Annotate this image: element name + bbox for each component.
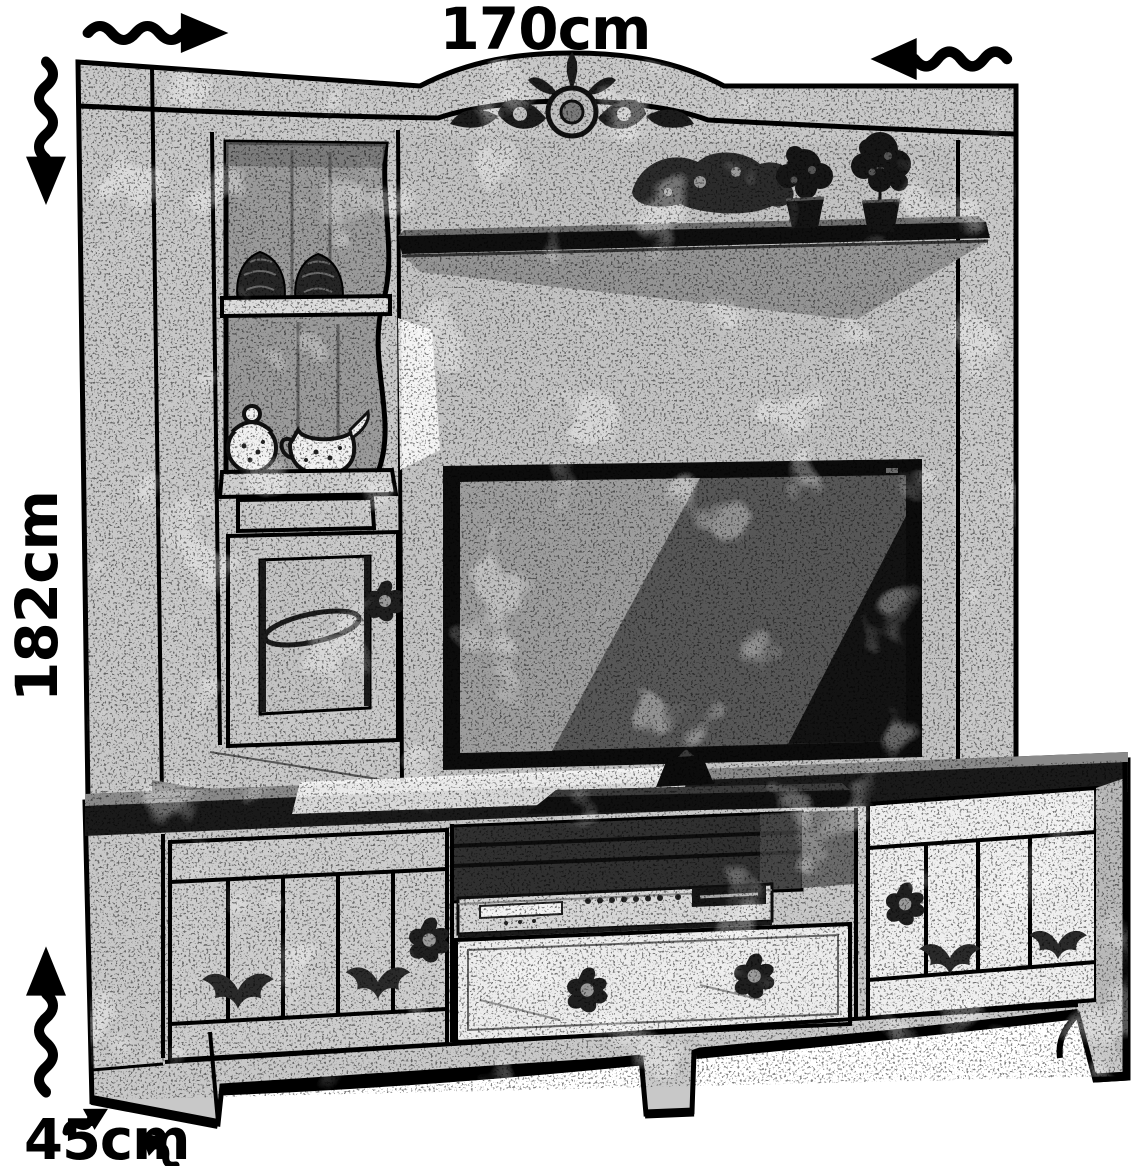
wavy-arrow-down-icon — [26, 62, 66, 205]
foot-left-bottom — [91, 1095, 219, 1129]
speckle-texture — [78, 53, 1128, 1100]
wavy-arrow-up-icon — [26, 946, 66, 1092]
dimension-annotations: 170cm 182cm 45cm — [3, 0, 1007, 1166]
wavy-arrow-right-icon — [88, 13, 228, 53]
wavy-arrow-left-icon — [871, 38, 1008, 80]
foot-right-bottom — [1094, 1071, 1129, 1083]
foot-center-bottom — [644, 1107, 695, 1119]
height-dimension-label: 182cm — [3, 491, 71, 702]
width-dimension-label: 170cm — [440, 0, 651, 63]
